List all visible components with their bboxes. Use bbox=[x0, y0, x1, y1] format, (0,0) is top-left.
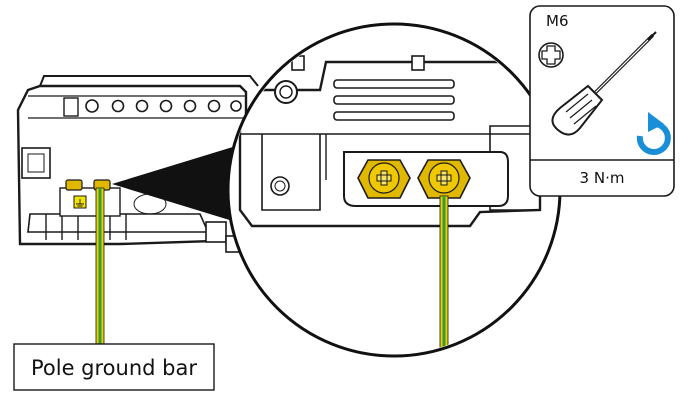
device-screws bbox=[65, 179, 111, 191]
phillips-screw-icon bbox=[538, 42, 564, 68]
ground-bar-callout: Pole ground bar bbox=[13, 343, 215, 391]
screwdriver-icon bbox=[551, 31, 657, 136]
device-body bbox=[16, 75, 259, 253]
ground-screw-1 bbox=[357, 159, 411, 199]
tool-panel: M6 3 N·m bbox=[529, 5, 675, 197]
zoom-wedge bbox=[112, 146, 236, 222]
ground-wire bbox=[95, 187, 105, 345]
ground-screw-2 bbox=[417, 159, 471, 199]
connector-holes bbox=[85, 99, 242, 113]
magnified-view bbox=[226, 22, 562, 358]
vent-slots bbox=[333, 79, 455, 121]
clockwise-rotate-icon bbox=[636, 112, 671, 155]
ground-wire-magnified bbox=[439, 195, 449, 354]
torque-label: 3 N·m bbox=[580, 169, 625, 187]
screw-size-label: M6 bbox=[546, 12, 569, 30]
ground-bar-label: Pole ground bar bbox=[31, 356, 197, 380]
